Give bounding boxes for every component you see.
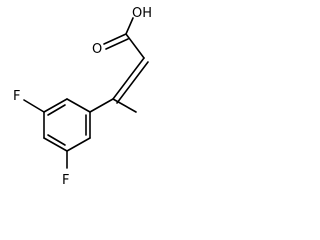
structure-diagram: OH O F F xyxy=(13,6,152,188)
ring-bond-3 xyxy=(66,137,91,152)
bond-vinyl-to-methyl xyxy=(112,98,137,113)
bond-to-carboxyl xyxy=(125,33,145,59)
bond-hydroxyl xyxy=(125,17,134,35)
bond-fluoro-top xyxy=(23,99,45,113)
bond-carbonyl-double xyxy=(105,38,129,50)
ring-double-bond-3 xyxy=(47,104,66,116)
hydroxyl-label: OH xyxy=(132,6,152,21)
bond-alkene-double xyxy=(116,61,149,104)
benzene-ring xyxy=(43,98,91,152)
ring-bond-6 xyxy=(43,98,68,113)
ring-bond-4 xyxy=(43,137,68,152)
bond-ring-to-vinyl xyxy=(89,98,114,113)
fluorine-top-label: F xyxy=(13,89,20,104)
carbonyl-oxygen-label: O xyxy=(92,42,102,57)
bond-carbonyl xyxy=(103,33,127,45)
ring-double-bond-2 xyxy=(47,134,66,146)
ring-bond-1 xyxy=(66,98,91,113)
bond-alkene xyxy=(112,57,145,100)
fluorine-bottom-label: F xyxy=(62,173,69,188)
